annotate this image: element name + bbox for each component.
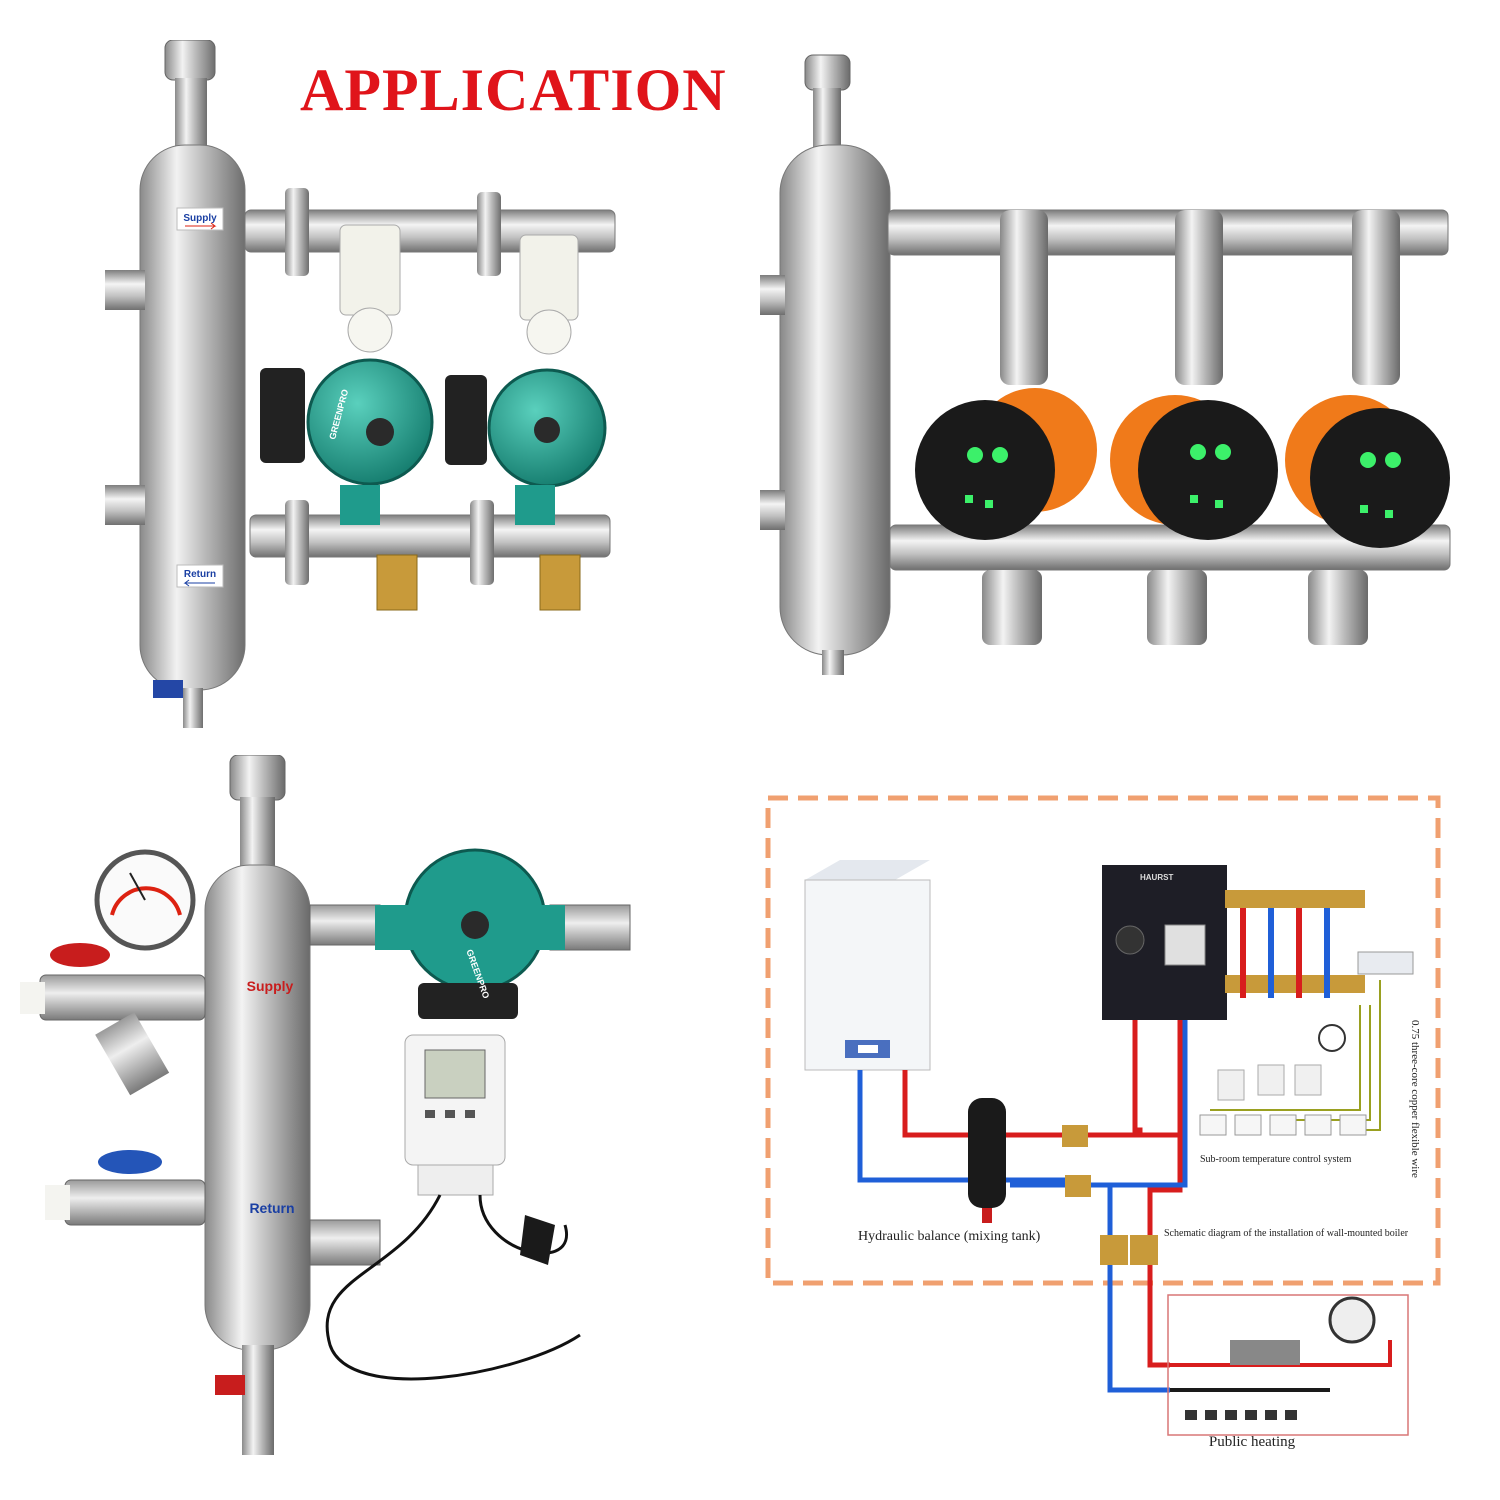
mixing-tank-label: Hydraulic balance (mixing tank) <box>858 1229 1041 1244</box>
drain-valve-handle <box>153 680 183 698</box>
headline: APPLICATION <box>300 57 727 123</box>
public-heating-area <box>1167 1294 1409 1436</box>
public-heating-label: Public heating <box>1209 1434 1296 1450</box>
teal-pump-2 <box>445 368 607 525</box>
tank-supply-label: Supply <box>176 207 224 231</box>
teal-pump-1: GREENPRO <box>260 358 434 525</box>
orange-pump-2 <box>1110 395 1278 540</box>
photo-manifold-three-pumps <box>760 54 1451 675</box>
svg-text:Return: Return <box>249 1200 294 1216</box>
svg-text:HAURST: HAURST <box>1140 873 1173 882</box>
tank-return-label: Return <box>249 1200 294 1216</box>
teal-pump: GREENPRO <box>375 848 565 1019</box>
power-plug <box>520 1215 555 1265</box>
pressure-gauge <box>94 849 196 951</box>
orange-pump-1 <box>915 388 1097 540</box>
installation-schematic: HAURST Hydraulic balance (mixing tank) S… <box>765 795 1441 1450</box>
wire-label: 0.75 three-core copper flexible wire <box>1409 1020 1421 1178</box>
wall-boiler <box>804 860 931 1071</box>
svg-text:Supply: Supply <box>247 978 294 994</box>
orange-pump-3 <box>1285 395 1450 548</box>
room-thermostats <box>1199 1114 1367 1136</box>
schematic-caption: Schematic diagram of the installation of… <box>1164 1228 1409 1239</box>
dashed-boundary <box>765 795 1441 1286</box>
photo-tank-single-pump: Supply Return GREENPRO <box>20 755 631 1455</box>
mixing-tank <box>968 1098 1006 1223</box>
room-control-label: Sub-room temperature control system <box>1200 1154 1352 1165</box>
tank-supply-label: Supply <box>247 978 294 994</box>
digital-controller <box>404 1034 506 1196</box>
svg-text:Return: Return <box>184 569 216 580</box>
svg-text:Supply: Supply <box>183 213 217 224</box>
manifold-control-panel: HAURST <box>1102 865 1365 1020</box>
photo-manifold-two-pumps: Supply Return GREENPRO <box>105 40 616 728</box>
tank-return-label: Return <box>176 564 224 588</box>
